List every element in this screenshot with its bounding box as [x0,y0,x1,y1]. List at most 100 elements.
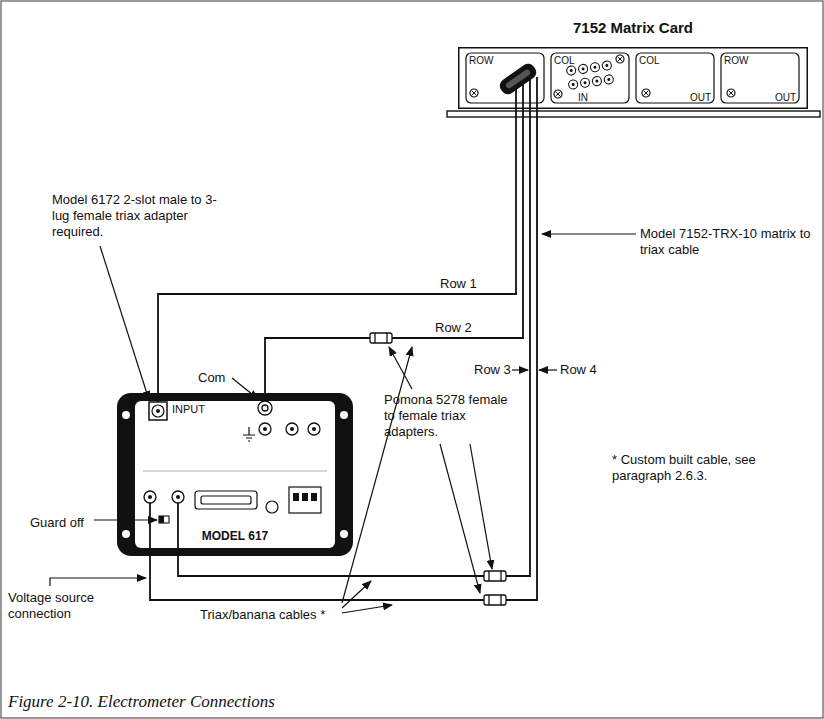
panel-divider [143,471,327,472]
model-name: MODEL 617 [167,529,303,544]
leader-line [389,347,412,389]
column-connector-pins [593,66,596,69]
leader-line [470,444,492,569]
column-connector-pins [592,76,602,86]
connector-label: IN [578,92,588,104]
cable-stub [536,77,538,109]
leader-line [542,233,636,234]
callout-note: Guard off [30,515,84,531]
screw-head [554,90,562,98]
leader-line [539,369,557,370]
matrix-card-outline [458,47,808,109]
banana-jack-center [148,495,180,499]
column-connector-pins [604,74,614,84]
leader-line [512,369,528,370]
column-connector-pins [605,64,608,67]
screw-head [472,91,477,96]
screw-head [727,89,735,97]
screw-head [729,91,734,96]
leader-line [232,378,258,399]
column-connector-pins [607,78,610,81]
input-triax-jack [152,405,164,417]
card-panel [459,48,808,109]
screw-head [618,57,623,62]
column-connector-pins [570,69,573,72]
callout-note: Triax/banana cables * [200,607,325,623]
triax-adapter [375,333,387,343]
power-module [289,487,321,513]
binding-post-center [312,427,316,431]
mounting-hole [340,411,348,419]
column-connector-pins [571,83,574,86]
screw-head [470,89,478,97]
cable-stub [177,503,179,556]
binding-post [308,423,320,435]
power-module [289,487,321,513]
leader-line [342,581,371,608]
figure-caption: Figure 2-10. Electrometer Connections [8,692,275,713]
row-label: Row 3 [474,362,511,378]
column-connector-pins [602,60,612,70]
screw-head [644,91,649,96]
guard-switch [159,516,169,523]
row-label: Row 4 [560,362,597,378]
row-connector-plug [505,69,531,90]
triax-adapter [489,571,501,581]
triax-adapter [489,595,501,605]
matrix-cable [265,109,523,393]
ieee-connector [201,496,251,504]
callout-note: Model 7152-TRX-10 matrix to triax cable [640,226,812,258]
binding-post [258,401,272,415]
matrix-card: 7152 Matrix Card [458,47,808,109]
binding-post-center [263,427,267,431]
column-connector-pins [568,79,578,89]
mounting-hole [122,411,130,419]
screw-head [727,89,735,97]
electrometer-housing [117,393,353,556]
connector-label: OUT [775,92,796,104]
matrix-cable [178,109,530,576]
row-label: Row 1 [440,276,477,292]
leader-line [94,519,157,520]
callout-note: Pomona 5278 female to female triax adapt… [384,392,510,440]
binding-post-center [290,427,294,431]
cable-stub [529,77,531,109]
screw-head [642,89,650,97]
banana-jack-center [176,495,180,499]
cable-stub [149,503,151,556]
footnote: * Custom built cable, see paragraph 2.6.… [612,452,777,484]
column-connector-pins [578,64,588,74]
column-connector-pins [590,62,600,72]
binding-post [258,401,320,435]
card-title: 7152 Matrix Card [458,19,808,37]
connector-label: OUT [690,92,711,104]
binding-post [262,405,268,411]
matrix-cable [158,109,516,393]
column-connector-pins [581,67,584,70]
leader-line [440,444,480,593]
input-triax-jack [149,402,167,420]
connector-plate [551,53,629,103]
terminal-label: INPUT [172,403,205,416]
mounting-hole [340,530,348,538]
column-connector-pins [583,81,586,84]
triax-adapter [484,595,506,605]
electrometer-panel: MODEL 617 [117,393,353,556]
connector-label: COL [554,55,575,67]
banana-jack-center [148,495,152,499]
input-triax-jack [149,402,167,420]
input-triax-jack [156,409,160,413]
connector-label: ROW [724,55,748,67]
ieee-connector [195,491,257,509]
column-connector-pins [595,79,598,82]
power-module [302,493,308,501]
screw-head [642,89,650,97]
leader-line [94,246,258,520]
guard-switch [159,516,164,523]
banana-jack [172,491,184,503]
row-connector-plug [497,61,539,97]
rear-panel [135,401,335,548]
screw-head [554,90,562,98]
